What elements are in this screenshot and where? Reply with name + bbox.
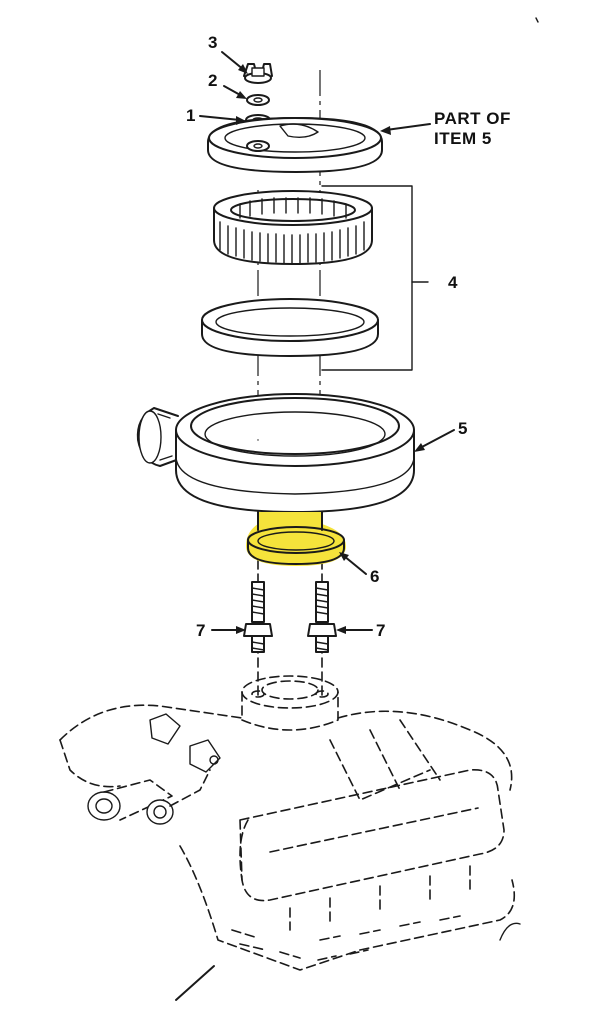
wing-nut-icon — [243, 63, 273, 84]
air-cleaner-housing-icon — [136, 393, 415, 513]
stud-left — [243, 581, 273, 653]
callout-part-of-line1: PART OF — [434, 109, 511, 128]
stud-right — [307, 581, 337, 653]
corner-mark — [535, 17, 539, 23]
filter-pleats — [219, 197, 365, 264]
callout-item-4: 4 — [448, 273, 458, 292]
engine-intake-icon — [59, 675, 521, 1001]
stud-icon — [243, 581, 337, 653]
leader-arrows — [199, 51, 455, 634]
callout-part-of-line2: ITEM 5 — [434, 129, 492, 148]
callout-item-1: 1 — [186, 106, 195, 125]
filter-element-icon — [201, 185, 429, 371]
fitting-left — [87, 779, 173, 821]
callout-item-6: 6 — [370, 567, 379, 586]
callout-item-7-right: 7 — [376, 621, 385, 640]
washer-icon — [246, 94, 270, 106]
gasket-highlight — [246, 512, 346, 566]
callout-item-5: 5 — [458, 419, 467, 438]
callout-item-3: 3 — [208, 33, 217, 52]
callout-item-2: 2 — [208, 71, 217, 90]
callout-item-7-left: 7 — [196, 621, 205, 640]
callout-labels: 3 2 1 PART OF ITEM 5 4 5 6 7 7 — [186, 33, 511, 640]
air-cleaner-lid-icon — [207, 117, 383, 173]
fitting-right — [146, 769, 211, 825]
